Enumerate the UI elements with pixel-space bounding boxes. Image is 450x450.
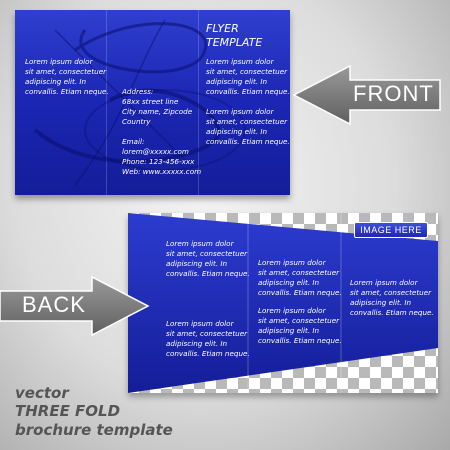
back-panel-2-text-b: Lorem ipsum dolor sit amet, consectetuer… (258, 306, 342, 345)
back-panel-3-text: Lorem ipsum dolor sit amet, consectetuer… (350, 278, 434, 317)
flyer-title: FLYER TEMPLATE (206, 22, 263, 49)
front-panel-3-text-a: Lorem ipsum dolor sit amet, consectetuer… (206, 57, 290, 96)
back-label: BACK (22, 292, 86, 317)
back-brochure: IMAGE HERE Lorem ipsum dolor sit amet, c… (128, 213, 438, 393)
address-block: Address: 68xx street line City name, Zip… (122, 87, 193, 126)
contact-block: Email: lorem@xxxxx.com Phone: 123-456-xx… (122, 137, 202, 176)
front-arrow-icon (292, 64, 441, 126)
back-arrow-icon (0, 275, 150, 337)
caption-three-fold: THREE FOLD (15, 402, 121, 420)
back-blue-band (128, 213, 438, 393)
image-placeholder-button[interactable]: IMAGE HERE (354, 222, 428, 238)
back-panel-1-text-a: Lorem ipsum dolor sit amet, consectetuer… (166, 239, 250, 278)
front-label: FRONT (353, 81, 434, 106)
front-panel-3-text-b: Lorem ipsum dolor sit amet, consectetuer… (206, 107, 290, 146)
front-panel-1-text: Lorem ipsum dolor sit amet, consectetuer… (25, 57, 109, 96)
back-panel-2-text-a: Lorem ipsum dolor sit amet, consectetuer… (258, 258, 342, 297)
swirl-decoration (33, 19, 246, 186)
caption-brochure-template: brochure template (15, 421, 173, 439)
fold-line (106, 10, 107, 195)
front-brochure: FLYER TEMPLATE Lorem ipsum dolor sit ame… (15, 10, 290, 195)
fold-line (198, 10, 199, 195)
caption-vector: vector (15, 384, 69, 402)
back-panel-1-text-b: Lorem ipsum dolor sit amet, consectetuer… (166, 319, 250, 358)
